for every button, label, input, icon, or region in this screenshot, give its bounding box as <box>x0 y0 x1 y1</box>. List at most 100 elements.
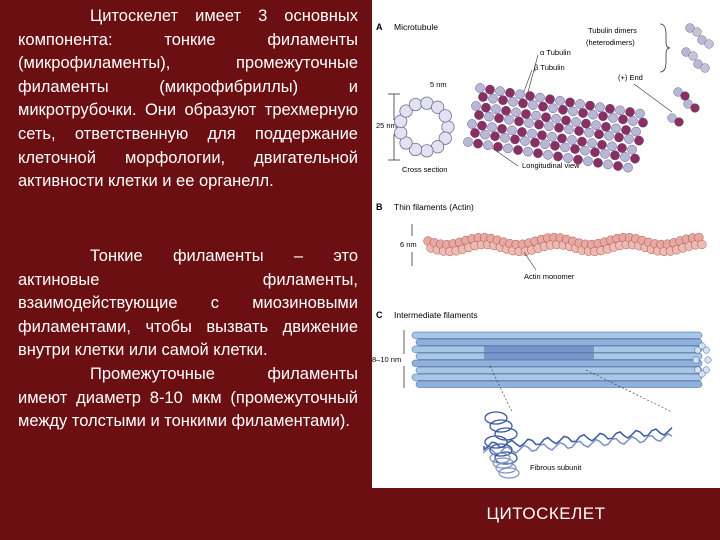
tubulin-subunit <box>524 118 533 127</box>
coil-loop <box>485 412 507 424</box>
tubulin-subunit <box>597 140 606 149</box>
figure-panel: A Microtubule Tubulin dimers (heterodime… <box>372 0 720 488</box>
tubulin-subunit <box>568 107 577 116</box>
tubulin-subunit <box>528 100 537 109</box>
panel-c-title: Intermediate filaments <box>394 310 478 320</box>
tubulin-subunit <box>554 123 563 132</box>
filament-end-circle <box>693 357 699 363</box>
beta-tubulin-label: β Tubulin <box>534 63 565 72</box>
dimers-bracket <box>660 24 670 72</box>
paragraph-intermediate-filaments-text: Промежуточные филаменты имеют диаметр 8-… <box>18 365 358 430</box>
tubulin-subunit <box>580 146 589 155</box>
tubulin-subunit <box>474 110 483 119</box>
tubulin-subunit <box>611 124 620 133</box>
tubulin-subunit <box>513 145 522 154</box>
tubulin-subunit <box>625 107 634 116</box>
tubulin-subunit <box>507 126 516 135</box>
tubulin-subunit <box>514 117 523 126</box>
tubulin-subunit <box>544 122 553 131</box>
paragraph-filaments: Тонкие филаменты – это актиновые филамен… <box>18 245 358 434</box>
tubulin-subunit <box>578 108 587 117</box>
twentyfive-nm-label: 25 nm <box>376 121 397 130</box>
tubulin-subunit <box>621 125 630 134</box>
tubulin-subunit <box>540 140 549 149</box>
tubulin-subunit <box>504 115 513 124</box>
filament-rod <box>412 374 702 381</box>
tubulin-subunit <box>475 83 484 92</box>
tubulin-subunit <box>588 110 597 119</box>
tubulin-subunit <box>533 149 542 158</box>
tubulin-subunit <box>531 111 540 120</box>
tubulin-subunit <box>520 136 529 145</box>
beta-tubulin-circle <box>693 28 702 37</box>
tubulin-subunit <box>615 106 624 115</box>
coil-loop <box>495 428 517 440</box>
tubulin-subunit <box>485 85 494 94</box>
beta-tubulin-circle <box>675 118 684 127</box>
tubulin-subunit <box>620 152 629 161</box>
actin-filament <box>424 233 707 256</box>
tubulin-subunit <box>503 144 512 153</box>
coil-loop <box>485 436 507 448</box>
panel-b-letter: B <box>376 202 383 212</box>
panel-c-letter: C <box>376 310 383 320</box>
tubulin-subunit <box>530 138 539 147</box>
tubulin-subunit <box>587 139 596 148</box>
panel-a-letter: A <box>376 22 383 32</box>
tubulin-subunit <box>557 134 566 143</box>
tubulin-subunit <box>577 137 586 146</box>
tubulin-subunit <box>494 114 503 123</box>
tubulin-subunit <box>523 147 532 156</box>
alpha-tubulin-label: α Tubulin <box>540 48 571 57</box>
tubulin-subunit <box>467 119 476 128</box>
actin-bead <box>698 240 707 249</box>
tubulin-subunit <box>593 158 602 167</box>
paragraph-cytoskeleton-intro: Цитоскелет имеет 3 основных компонента: … <box>18 5 358 194</box>
panel-b-title: Thin filaments (Actin) <box>394 202 474 212</box>
tubulin-subunit <box>583 157 592 166</box>
tubulin-subunit <box>618 115 627 124</box>
tubulin-subunit <box>498 96 507 105</box>
tubulin-subunit <box>567 135 576 144</box>
tubulin-subunit <box>481 103 490 112</box>
filament-rod <box>412 332 702 339</box>
filament-rod <box>412 360 702 367</box>
tubulin-subunit <box>550 141 559 150</box>
actin-monomer-label: Actin monomer <box>524 272 575 281</box>
tubulin-subunit <box>603 160 612 169</box>
tubulin-subunit <box>594 130 603 139</box>
filament-end-circle <box>703 347 709 353</box>
filament-end-circle <box>705 357 711 363</box>
protofilament-circle <box>439 110 451 122</box>
filament-rod <box>416 367 702 374</box>
tubulin-subunit <box>607 142 616 151</box>
microtubule-longitudinal-view <box>463 83 647 172</box>
filament-rod <box>416 381 702 388</box>
tubulin-subunit <box>558 105 567 114</box>
tubulin-subunit <box>515 90 524 99</box>
tubulin-subunit <box>535 93 544 102</box>
longitudinal-view-label: Longitudinal view <box>522 161 580 170</box>
tubulin-subunit <box>484 112 493 121</box>
tubulin-subunit <box>527 129 536 138</box>
panel-a-title: Microtubule <box>394 22 438 32</box>
tubulin-subunit <box>463 137 472 146</box>
tubulin-subunit <box>565 98 574 107</box>
tubulin-subunit <box>598 112 607 121</box>
tubulin-subunit <box>560 143 569 152</box>
figure-caption: ЦИТОСКЕЛЕТ <box>372 488 720 540</box>
beta-tubulin-circle <box>681 92 690 101</box>
tubulin-subunit <box>547 132 556 141</box>
tubulin-subunit <box>631 127 640 136</box>
tubulin-subunit <box>590 148 599 157</box>
protofilament-circle <box>442 121 454 133</box>
protofilament-circle <box>394 127 406 139</box>
tubulin-subunit <box>495 87 504 96</box>
tubulin-subunit <box>490 132 499 141</box>
tubulin-dimers-detail <box>668 24 714 127</box>
tubulin-subunit <box>543 150 552 159</box>
protofilament-circle <box>421 145 433 157</box>
tubulin-subunit <box>638 118 647 127</box>
tubulin-subunit <box>600 149 609 158</box>
plus-end-label: (+) End <box>618 73 643 82</box>
